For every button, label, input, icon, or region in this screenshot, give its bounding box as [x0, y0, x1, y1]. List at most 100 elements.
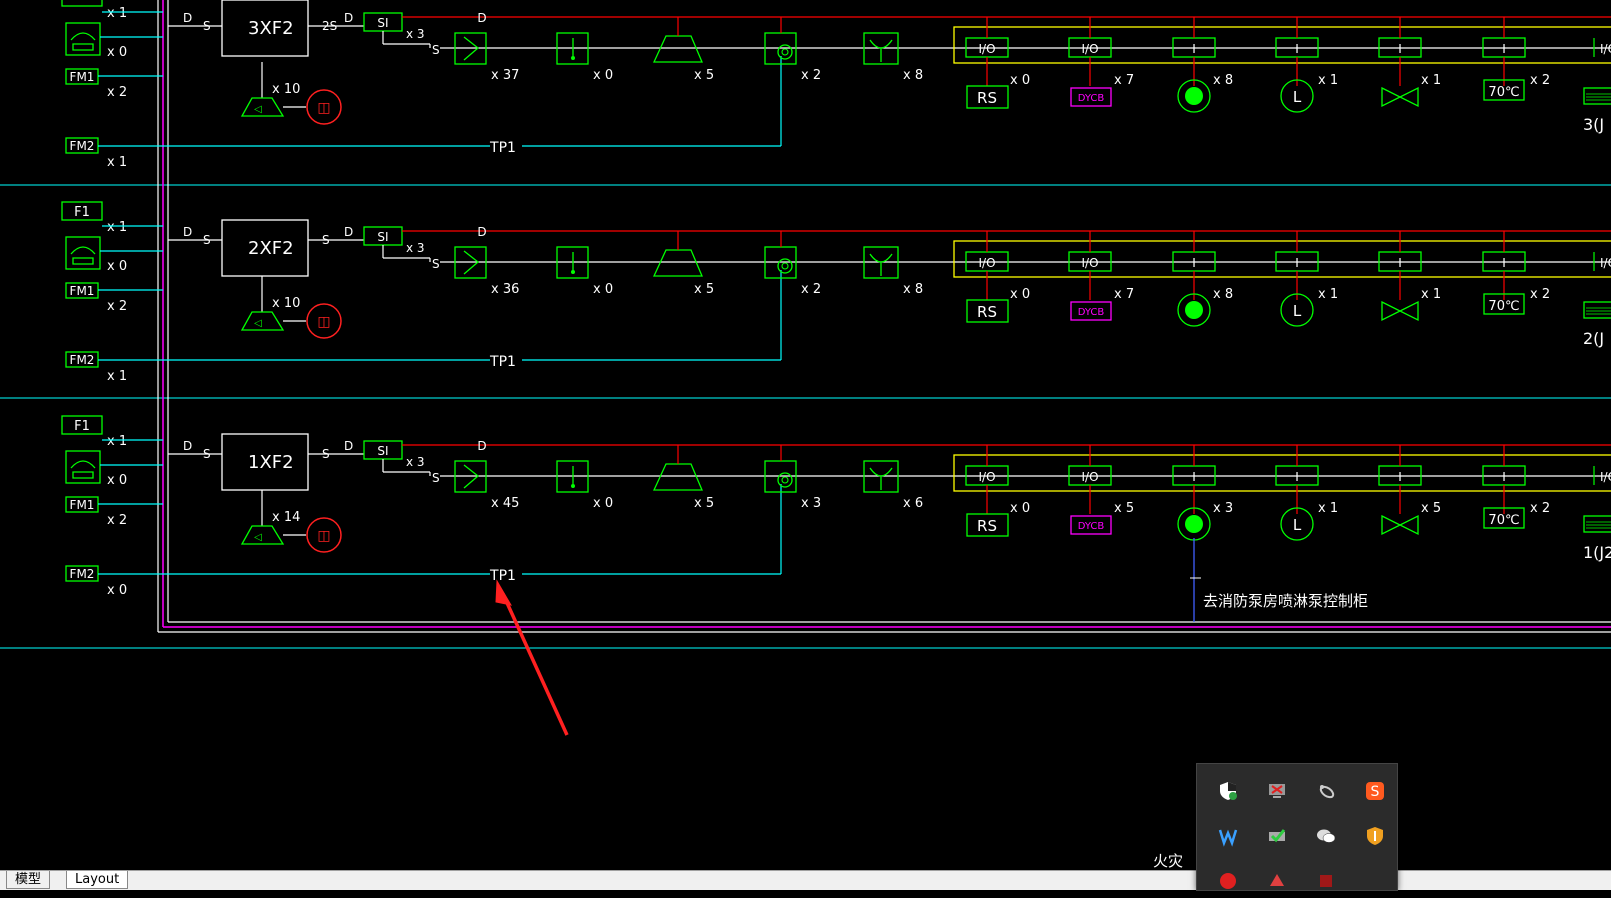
- alarm-count: x 3: [801, 496, 821, 511]
- manual-count: x 0: [593, 496, 613, 511]
- phone-count: x 0: [107, 259, 127, 274]
- sprinkler-icon: [863, 246, 899, 279]
- partial-bottom-text: 火灾: [1153, 852, 1183, 870]
- rs-label: RS: [977, 517, 997, 535]
- fan-count: x 8: [1213, 287, 1233, 302]
- panel-name: 3XF2: [248, 18, 294, 39]
- smoke-count: x 45: [491, 496, 519, 511]
- fm2-label: FM2: [70, 139, 95, 153]
- io-module-label: I: [1398, 470, 1402, 484]
- fm2-label: FM2: [70, 353, 95, 367]
- dark-red-app-icon[interactable]: [1309, 864, 1343, 898]
- si-count: x 3: [406, 27, 425, 41]
- damper-label: 70℃: [1488, 513, 1519, 528]
- pump-note: 去消防泵房喷淋泵控制柜: [1203, 592, 1368, 610]
- s-label: S: [203, 19, 211, 33]
- security-shield-icon[interactable]: [1358, 819, 1392, 853]
- w-app-icon[interactable]: [1211, 819, 1245, 853]
- level-count: x 1: [1318, 73, 1338, 88]
- red-badge-icon[interactable]: [1260, 864, 1294, 898]
- panel-name: 2XF2: [248, 238, 294, 259]
- rs-label: RS: [977, 89, 997, 107]
- manual-count: x 0: [593, 282, 613, 297]
- remote-desktop-icon[interactable]: [1260, 774, 1294, 808]
- s-label: S: [432, 257, 440, 271]
- annotation-arrowhead: [495, 579, 512, 606]
- shield-icon[interactable]: [1211, 774, 1245, 808]
- speaker-glyph: ◁: [254, 318, 262, 329]
- level-label: L: [1293, 302, 1302, 320]
- f1-label: F1: [74, 419, 90, 434]
- dycb-count: x 5: [1114, 501, 1134, 516]
- zone-label: 2(J: [1583, 329, 1604, 348]
- fm1-count: x 2: [107, 85, 127, 100]
- s-label: S: [432, 471, 440, 485]
- rs-count: x 0: [1010, 287, 1030, 302]
- dycb-label: DYCB: [1078, 307, 1105, 318]
- broadcast-speaker-icon: [306, 517, 342, 553]
- io-module-label: I: [1502, 470, 1506, 484]
- fan-indicator-icon: [1185, 87, 1203, 105]
- s-label: S: [432, 43, 440, 57]
- wechat-icon[interactable]: [1309, 819, 1343, 853]
- si-label: SI: [377, 444, 388, 458]
- alarm-bell-icon: [781, 262, 789, 270]
- io-module-label: I: [1295, 42, 1299, 56]
- tp1-label: TP1: [489, 568, 516, 584]
- sprinkler-count: x 6: [903, 496, 923, 511]
- io-module-label: I/O: [1081, 42, 1098, 56]
- fan-indicator-icon: [1185, 301, 1203, 319]
- out-label: S: [322, 233, 330, 247]
- valve-icon: [1381, 300, 1419, 322]
- fm2-label: FM2: [70, 567, 95, 581]
- rs-count: x 0: [1010, 73, 1030, 88]
- valve-icon: [1381, 514, 1419, 536]
- module-band: [953, 454, 1611, 492]
- sprinkler-count: x 8: [903, 68, 923, 83]
- satellite-icon[interactable]: [1309, 774, 1343, 808]
- module-band: [953, 240, 1611, 278]
- rs-box: [966, 513, 1009, 537]
- manual-station-icon: [556, 32, 589, 65]
- phone-icon: [70, 246, 96, 265]
- smoke-detector-icon: [454, 32, 487, 65]
- broadcast-glyph: ◫: [317, 314, 330, 330]
- level-switch-icon: [1280, 79, 1314, 113]
- checkmark-tray-icon[interactable]: [1260, 819, 1294, 853]
- f1-count: x 1: [107, 6, 127, 21]
- tp1-label: TP1: [489, 140, 516, 156]
- f1-count: x 1: [107, 434, 127, 449]
- valve-count: x 1: [1421, 287, 1441, 302]
- io-module-label: I: [1398, 256, 1402, 270]
- rs-box: [966, 299, 1009, 323]
- smoke-detector-icon: [463, 464, 480, 489]
- level-count: x 1: [1318, 501, 1338, 516]
- dycb-label: DYCB: [1078, 521, 1105, 532]
- damper-box: [1483, 79, 1525, 101]
- manual-station-icon: [571, 484, 575, 488]
- smoke-detector-icon: [454, 246, 487, 279]
- tab-model[interactable]: 模型: [6, 871, 51, 889]
- si-count: x 3: [406, 241, 425, 255]
- alarm-count: x 2: [801, 68, 821, 83]
- si-label: SI: [377, 16, 388, 30]
- fan-indicator-icon: [1185, 515, 1203, 533]
- damper-count: x 2: [1530, 501, 1550, 516]
- speaker-count: x 10: [272, 296, 300, 311]
- speaker-icon: [240, 311, 285, 331]
- tab-layout[interactable]: Layout: [66, 871, 129, 889]
- rs-count: x 0: [1010, 501, 1030, 516]
- zone-label: 3(J: [1583, 115, 1604, 134]
- fm1-count: x 2: [107, 513, 127, 528]
- io-module-label: I/O: [1600, 256, 1611, 270]
- d-label: D: [183, 11, 192, 25]
- io-module-label: I: [1295, 470, 1299, 484]
- io-module-label: I/O: [1081, 256, 1098, 270]
- f1-label: F1: [74, 205, 90, 220]
- sogou-input-icon[interactable]: S: [1358, 774, 1392, 808]
- red-app-icon[interactable]: [1211, 864, 1245, 898]
- smoke-detector-icon: [463, 36, 480, 61]
- fan-count: x 3: [1213, 501, 1233, 516]
- fm2-count: x 1: [107, 369, 127, 384]
